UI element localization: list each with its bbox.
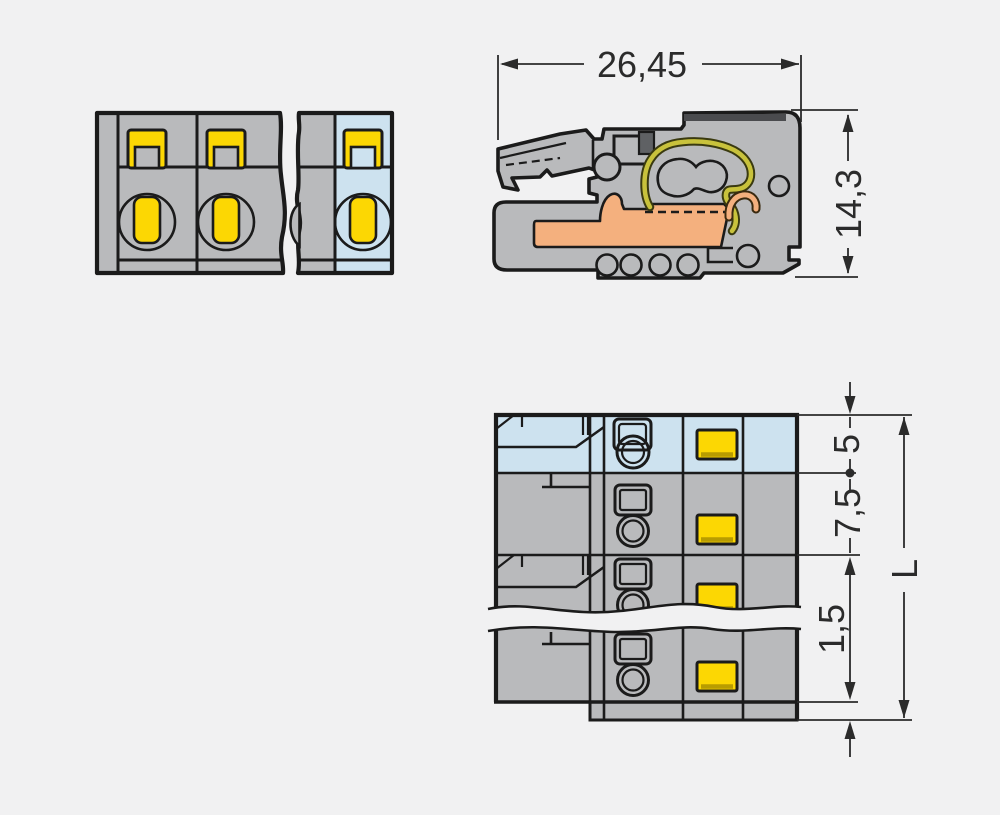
front-view	[94, 110, 395, 276]
top-row-1-details	[495, 414, 737, 470]
side-latch-dashed-line	[505, 156, 561, 167]
side-latch-line	[499, 141, 567, 160]
dimension-overall-width: 26,45	[497, 44, 802, 140]
side-right-circle	[767, 174, 791, 198]
side-dark-slot	[637, 130, 656, 156]
dimension-total-length: L	[884, 417, 925, 718]
side-top-face	[684, 114, 786, 121]
side-foot-hole-3	[648, 253, 672, 277]
side-cavity-outline	[656, 157, 729, 198]
dimension-first-pole: 5	[797, 382, 912, 478]
dimension-label-height: 14,3	[828, 169, 869, 239]
dimension-label-pitch: 7,5	[827, 488, 868, 538]
top-row-3-details	[495, 554, 737, 622]
top-break-line	[487, 602, 802, 634]
top-end-strip	[588, 700, 799, 722]
top-grid-lines	[493, 412, 800, 720]
top-row-4-details	[542, 632, 737, 697]
dimension-label-total: L	[884, 559, 925, 579]
top-row-2-details	[542, 474, 737, 548]
front-left-block-body	[97, 113, 285, 273]
front-right-block-outline	[294, 110, 395, 276]
dimension-label-first-pole: 5	[826, 434, 867, 454]
side-bottom-circle	[735, 243, 761, 269]
side-foot-hole-1	[595, 253, 619, 277]
top-view: 5 7,5 1,5 L	[487, 382, 925, 757]
side-foot-hole-2	[619, 253, 643, 277]
dimension-pole-pitch: 7,5	[797, 479, 868, 575]
side-view: 26,45 14,3	[492, 44, 869, 280]
dimension-label-end-offset: 1,5	[811, 604, 852, 654]
dimension-end-offset: 1,5	[797, 575, 912, 757]
front-break-circle-remnant	[289, 201, 301, 249]
side-hinge-circle	[592, 152, 622, 182]
side-recess	[706, 246, 733, 264]
side-contact-hook	[726, 192, 759, 220]
side-busbar	[532, 192, 731, 249]
dimension-label-width: 26,45	[597, 44, 687, 85]
dimension-overall-height: 14,3	[791, 109, 869, 278]
front-left-block-outline	[94, 110, 287, 276]
side-foot-hole-4	[676, 253, 700, 277]
